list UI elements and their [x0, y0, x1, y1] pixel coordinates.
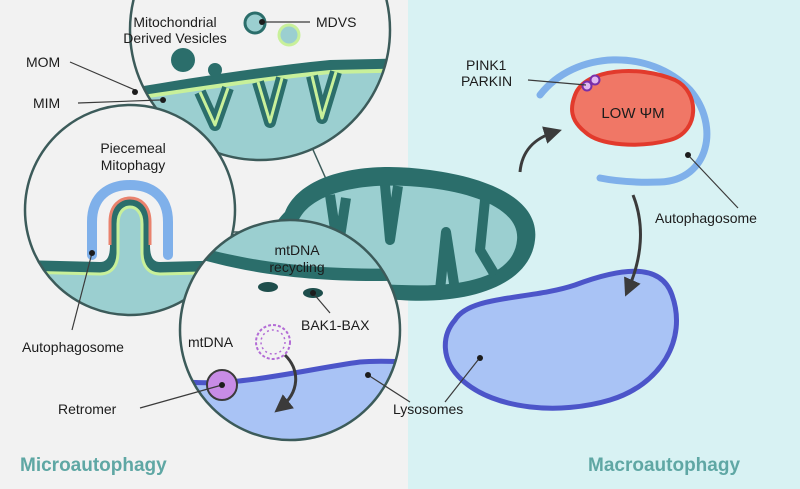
section-macroautophagy: Macroautophagy [588, 455, 740, 476]
label-retromer: Retromer [58, 401, 117, 417]
bak1-bax-pore-1 [258, 282, 278, 292]
budding-vesicle-large [171, 48, 195, 72]
damaged-mitochondrion [570, 69, 696, 147]
dot-mim [160, 97, 166, 103]
leader-mim [77, 99, 161, 104]
label-lysosomes: Lysosomes [393, 401, 463, 417]
leader-bak1-bax [312, 292, 331, 314]
label-mdv-line1: Mitochondrial [133, 14, 216, 30]
label-piecemeal-line1: Piecemeal [100, 140, 165, 156]
section-microautophagy: Microautophagy [20, 455, 167, 476]
dot-autophagosome-right [685, 152, 691, 158]
label-autophagosome-left: Autophagosome [22, 339, 124, 355]
leader-pink1-parkin [527, 79, 587, 86]
dot-mdvs [259, 19, 265, 25]
label-parkin: PARKIN [461, 73, 512, 89]
dot-lysosomes-bottom [365, 372, 371, 378]
arrow-to-damaged-mito [518, 126, 562, 173]
label-bak1-bax: BAK1-BAX [301, 317, 370, 333]
mdv-vesicle-outer [243, 11, 267, 35]
label-mdv-line2: Derived Vesicles [123, 30, 227, 46]
leader-mom [69, 61, 136, 91]
macro-autophagosome [536, 56, 711, 186]
label-mom: MOM [26, 54, 60, 70]
parkin-marker [589, 74, 601, 86]
label-mtdna: mtDNA [188, 334, 234, 350]
leader-autophagosome-left [71, 252, 93, 331]
dot-autophagosome-left [89, 250, 95, 256]
arrow-to-lysosome [624, 194, 642, 297]
label-mtdna-recycling-line1: mtDNA [274, 242, 320, 258]
autophagosome-membrane-left [87, 179, 173, 260]
label-mdvs: MDVS [316, 14, 356, 30]
leader-lysosomes-bottom [367, 374, 411, 403]
label-mim: MIM [33, 95, 60, 111]
label-piecemeal-line2: Mitophagy [101, 157, 166, 173]
label-mtdna-recycling-line2: recycling [269, 259, 324, 275]
mdv-vesicle-inner [277, 23, 301, 47]
mtdna-transport-arrow [274, 353, 298, 413]
mtdna-icon [255, 324, 291, 360]
label-pink1: PINK1 [466, 57, 507, 73]
dot-bak1-bax [310, 290, 316, 296]
pink1-marker [581, 80, 593, 92]
mdv-circle [128, 0, 392, 162]
dot-lysosomes-right [477, 355, 483, 361]
leader-autophagosome-right [687, 154, 739, 209]
label-autophagosome-right: Autophagosome [655, 210, 757, 226]
leader-lysosomes-right [444, 359, 479, 403]
label-low-psi-m: LOW ΨM [601, 105, 664, 122]
dot-mom [132, 89, 138, 95]
budding-vesicle-small [208, 63, 222, 77]
dot-retromer [219, 382, 225, 388]
leader-retromer [139, 384, 223, 409]
